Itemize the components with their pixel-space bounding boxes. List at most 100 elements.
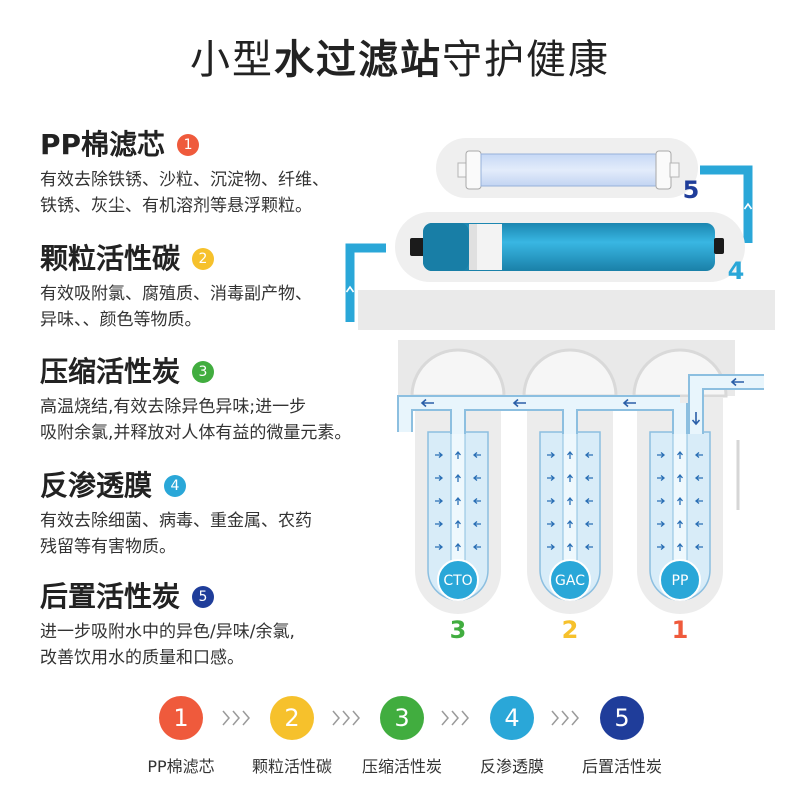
- chevron-right-icon: [352, 710, 360, 726]
- flow-arrow-icon: [657, 544, 666, 550]
- arrow-up-icon: [455, 496, 461, 505]
- chevron-right-icon: [441, 710, 449, 726]
- description-line: 进一步吸附水中的异色/异味/余氯,: [40, 622, 295, 642]
- section-description: 高温烧结,有效去除异色异味;进一步 吸附余氯,并释放对人体有益的微量元素。: [40, 394, 370, 446]
- flow-step-label: 反渗透膜: [479, 757, 544, 776]
- ro-left-fitting: [410, 238, 425, 256]
- chevron-right-icon: [222, 710, 230, 726]
- flow-arrow-icon: [657, 475, 666, 481]
- outlet-pipe-right: [700, 165, 753, 243]
- chevron-right-icon: [332, 710, 340, 726]
- flow-step-2: 2 颗粒活性碳: [237, 696, 347, 778]
- description-line: 有效去除铁锈、沙粒、沉淀物、纤维、: [40, 170, 329, 190]
- flow-step-4: 4 反渗透膜: [457, 696, 567, 778]
- arrow-up-icon: [677, 519, 683, 528]
- arrow-up-icon: [567, 542, 573, 551]
- filter-canister: GAC 2: [527, 398, 613, 644]
- section-heading: 压缩活性炭: [40, 355, 181, 388]
- post-carbon-cartridge: [480, 153, 657, 187]
- description-line: 残留等有害物质。: [40, 537, 176, 557]
- arrow-up-icon: [455, 542, 461, 551]
- chevron-right-icon: [551, 710, 559, 726]
- flow-arrow-icon: [694, 521, 703, 527]
- canister-stage-number: 2: [562, 616, 579, 644]
- section-badge: 2: [192, 248, 215, 270]
- flow-arrow-icon: [547, 521, 556, 527]
- canister-label-circle: [437, 559, 479, 601]
- section-description: 有效去除细菌、病毒、重金属、农药 残留等有害物质。: [40, 508, 370, 560]
- arrow-left-icon: [730, 377, 744, 387]
- chevron-right-icon: [342, 710, 350, 726]
- chevron-right-icon: [232, 710, 240, 726]
- flow-step-3: 3 压缩活性炭: [347, 696, 457, 778]
- cartridge-right-nozzle: [669, 162, 680, 178]
- stage-4-housing: [395, 212, 745, 282]
- section-heading: 后置活性炭: [40, 580, 181, 613]
- flow-arrow-icon: [657, 452, 666, 458]
- arrow-up-icon: [567, 450, 573, 459]
- description-line: 异味、、颜色等物质。: [40, 310, 202, 330]
- section-badge: 4: [164, 475, 187, 497]
- flow-arrow-icon: [472, 544, 481, 550]
- canister-label: PP: [672, 573, 689, 589]
- section-badge: 5: [192, 586, 215, 608]
- chevron-right-icon: [571, 710, 579, 726]
- flow-arrow-icon: [435, 475, 444, 481]
- flow-step-label: PP棉滤芯: [147, 757, 215, 776]
- stage-5-housing: [436, 138, 698, 198]
- arrow-up-icon: [345, 285, 355, 293]
- arrow-down-icon: [691, 412, 701, 426]
- flow-arrow-icon: [435, 498, 444, 504]
- arrow-up-icon: [455, 519, 461, 528]
- base-plate: [358, 290, 775, 330]
- flow-step-5: 5 后置活性炭: [567, 696, 677, 778]
- arrow-up-icon: [743, 202, 753, 210]
- canister-label: CTO: [443, 573, 472, 589]
- description-line: 有效吸附氯、腐殖质、消毒副产物、: [40, 284, 312, 304]
- section-pp-cotton: PP棉滤芯 1 有效去除铁锈、沙粒、沉淀物、纤维、 铁锈、灰尘、有机溶剂等悬浮颗…: [40, 128, 370, 219]
- flow-arrow-icon: [472, 521, 481, 527]
- arrow-up-icon: [677, 496, 683, 505]
- canister-label-circle: [659, 559, 701, 601]
- flow-step-label: 颗粒活性碳: [251, 757, 332, 776]
- arrow-up-icon: [677, 450, 683, 459]
- flow-arrow-icon: [547, 452, 556, 458]
- flow-step-number: 3: [380, 696, 424, 740]
- arrow-left-icon: [622, 398, 636, 408]
- cartridge-right-cap: [655, 150, 672, 190]
- housing-cap-dome: [522, 348, 618, 398]
- title-part-3: 守护健康: [442, 37, 610, 83]
- section-heading: PP棉滤芯: [40, 128, 166, 161]
- arrow-up-icon: [567, 519, 573, 528]
- cartridge-left-cap: [465, 150, 482, 190]
- housing-cap-dome: [410, 348, 506, 398]
- flow-arrow-icon: [657, 521, 666, 527]
- arrow-up-icon: [567, 496, 573, 505]
- flow-step-label: 后置活性炭: [581, 757, 662, 776]
- canister-stage-number: 1: [672, 616, 689, 644]
- stage-5-label: 5: [683, 176, 700, 204]
- arrow-up-icon: [677, 473, 683, 482]
- flow-arrow-icon: [584, 521, 593, 527]
- flow-arrow-icon: [435, 452, 444, 458]
- flow-arrow-icon: [584, 475, 593, 481]
- flow-arrow-icon: [472, 498, 481, 504]
- flow-step-label: 压缩活性炭: [361, 757, 442, 776]
- flow-arrow-icon: [547, 544, 556, 550]
- flow-step-number: 1: [159, 696, 203, 740]
- description-line: 有效去除细菌、病毒、重金属、农药: [40, 511, 312, 531]
- canister-label: GAC: [555, 573, 585, 589]
- section-description: 进一步吸附水中的异色/异味/余氯, 改善饮用水的质量和口感。: [40, 619, 370, 671]
- canister-stage-number: 3: [450, 616, 467, 644]
- flow-arrow-icon: [547, 475, 556, 481]
- arrow-up-icon: [677, 542, 683, 551]
- description-line: 高温烧结,有效去除异色异味;进一步: [40, 397, 307, 417]
- section-granular-carbon: 颗粒活性碳 2 有效吸附氯、腐殖质、消毒副产物、 异味、、颜色等物质。: [40, 242, 370, 333]
- flow-step-number: 2: [270, 696, 314, 740]
- arrow-up-icon: [455, 473, 461, 482]
- flow-arrow-icon: [584, 498, 593, 504]
- flow-step-number: 4: [490, 696, 534, 740]
- title-part-1: 小型: [190, 37, 274, 83]
- ro-end-cap: [423, 223, 469, 271]
- section-post-carbon: 后置活性炭 5 进一步吸附水中的异色/异味/余氯, 改善饮用水的质量和口感。: [40, 580, 370, 671]
